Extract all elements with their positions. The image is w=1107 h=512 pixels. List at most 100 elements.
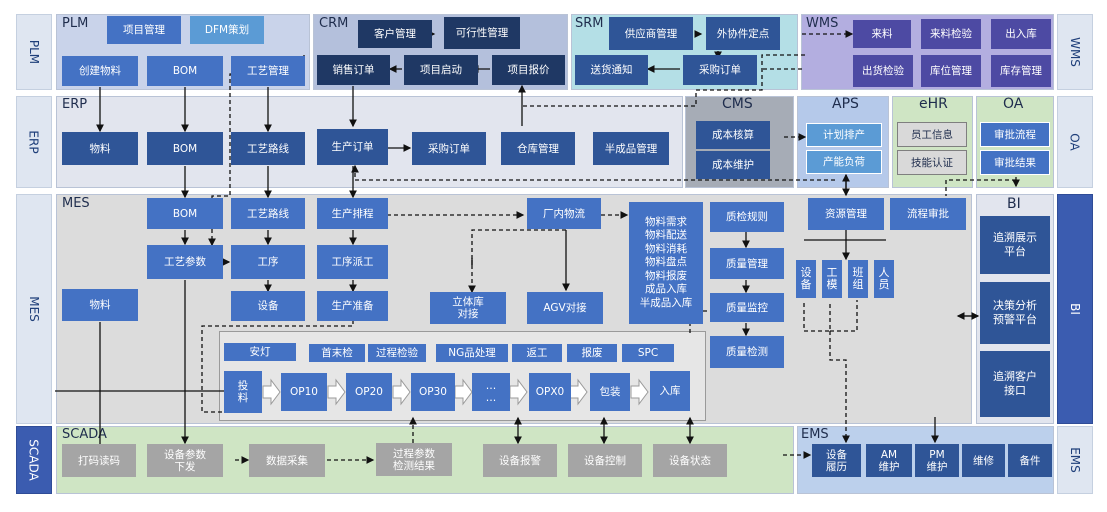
mes-logistics-box: 厂内物流 (527, 198, 601, 229)
aps-capacity-load-box: 产能负荷 (806, 150, 882, 174)
scada-param-issue-box: 设备参数 下发 (147, 444, 223, 477)
mes-operation-box: 工序 (231, 245, 305, 279)
mes-equipment-box: 设备 (231, 291, 305, 321)
ems-pm-box: PM 维护 (915, 444, 959, 477)
section-title-crm: CRM (319, 16, 349, 31)
crm-project-quote-box: 项目报价 (492, 55, 565, 85)
mes-process-params-box: 工艺参数 (147, 245, 223, 279)
crm-customer-mgmt-box: 客户管理 (358, 20, 432, 48)
oa-approval-flow-box: 审批流程 (980, 122, 1050, 147)
ems-repair-box: 维修 (962, 444, 1005, 477)
mes-stereo-dock-box: 立体库 对接 (430, 292, 506, 324)
plm-project-mgmt-box: 项目管理 (107, 16, 181, 44)
scada-barcode-box: 打码读码 (62, 444, 136, 477)
cms-cost-maintenance-box: 成本维护 (696, 151, 770, 179)
oa-approval-result-box: 审批结果 (980, 150, 1050, 175)
mes-feed-box: 投 料 (224, 371, 262, 413)
mes-flow-approval-box: 流程审批 (890, 198, 966, 230)
srm-purchase-order-box: 采购订单 (683, 55, 757, 85)
mes-quality-inspect-box: 质量检测 (710, 336, 784, 368)
erp-warehouse-box: 仓库管理 (501, 132, 575, 165)
bi-trace-customer-box: 追溯客户 接口 (980, 351, 1050, 417)
side-label-oa: OA (1057, 96, 1093, 188)
section-title-plm: PLM (62, 16, 89, 31)
section-title-wms: WMS (806, 16, 839, 31)
mes-op20-box: OP20 (346, 373, 392, 411)
mes-scheduling-box: 生产排程 (317, 198, 388, 229)
srm-delivery-notice-box: 送货通知 (575, 55, 648, 85)
scada-control-box: 设备控制 (568, 444, 642, 477)
section-title-mes: MES (62, 196, 90, 211)
cms-cost-accounting-box: 成本核算 (696, 121, 770, 149)
section-title-srm: SRM (575, 16, 604, 31)
section-title-ehr: eHR (919, 96, 948, 112)
mes-prod-prep-box: 生产准备 (317, 291, 388, 321)
mes-op30-box: OP30 (411, 373, 455, 411)
plm-create-material-box: 创建物料 (62, 56, 138, 86)
mes-team-v-box: 班 组 (848, 260, 868, 298)
mes-material-list-box: 物料需求 物料配送 物料消耗 物料盘点 物料报废 成品入库 半成品入库 (629, 202, 703, 324)
ems-history-box: 设备 履历 (812, 444, 861, 477)
mes-agv-dock-box: AGV对接 (527, 292, 603, 324)
mes-rework-box: 返工 (512, 344, 562, 362)
wms-in-out-box: 出入库 (991, 19, 1051, 49)
crm-project-start-box: 项目启动 (404, 55, 478, 85)
ems-am-box: AM 维护 (866, 444, 912, 477)
mes-person-v-box: 人 员 (874, 260, 894, 298)
bi-decision-box: 决策分析 预警平台 (980, 282, 1050, 344)
mes-first-check-box: 首末检 (309, 344, 365, 362)
mes-spc-box: SPC (622, 344, 674, 362)
wms-inventory-mgmt-box: 库存管理 (991, 55, 1051, 87)
side-label-bi: BI (1057, 194, 1093, 424)
side-label-scada: SCADA (16, 426, 52, 494)
mes-bom-box: BOM (147, 198, 223, 229)
section-title-cms: CMS (722, 96, 753, 112)
plm-bom-box: BOM (147, 56, 223, 86)
mes-material-box: 物料 (62, 289, 138, 321)
side-label-erp: ERP (16, 96, 52, 188)
mes-quality-mgmt-box: 质量管理 (710, 248, 784, 279)
mes-scrap-box: 报废 (567, 344, 617, 362)
mes-mold-v-box: 工 模 (822, 260, 842, 298)
ems-spares-box: 备件 (1008, 444, 1052, 477)
scada-param-result-box: 过程参数 检测结果 (376, 443, 452, 476)
scada-alarm-box: 设备报警 (483, 444, 557, 477)
mes-dispatch-box: 工序派工 (317, 245, 388, 279)
side-label-wms: WMS (1057, 14, 1093, 90)
section-title-erp: ERP (62, 97, 88, 112)
erp-prod-order-box: 生产订单 (317, 129, 388, 165)
bi-trace-display-box: 追溯展示 平台 (980, 216, 1050, 274)
ehr-skill-cert-box: 技能认证 (897, 150, 967, 175)
mes-storage-box: 入库 (650, 371, 690, 411)
mes-package-box: 包装 (590, 373, 630, 411)
section-title-scada: SCADA (62, 427, 107, 442)
erp-bom-box: BOM (147, 132, 223, 165)
scada-data-collect-box: 数据采集 (249, 444, 325, 477)
aps-planning-box: 计划排产 (806, 123, 882, 147)
side-label-plm: PLM (16, 14, 52, 90)
mes-ng-handle-box: NG品处理 (436, 344, 508, 362)
crm-sales-order-box: 销售订单 (317, 55, 390, 85)
mes-quality-monitor-box: 质量监控 (710, 293, 784, 322)
side-label-ems: EMS (1057, 426, 1093, 494)
wms-location-mgmt-box: 库位管理 (921, 55, 981, 87)
wms-incoming-inspection-box: 来料检验 (921, 19, 981, 49)
erp-semi-finished-box: 半成品管理 (593, 132, 669, 165)
mes-equipment-v-box: 设 备 (796, 260, 816, 298)
mes-andon-box: 安灯 (224, 343, 296, 361)
mes-qc-rules-box: 质检规则 (710, 202, 784, 232)
section-title-oa: OA (1003, 96, 1024, 112)
erp-purchase-order-box: 采购订单 (412, 132, 486, 165)
section-title-aps: APS (832, 96, 859, 112)
plm-dfm-box: DFM策划 (190, 16, 264, 44)
mes-ellipsis-box: … … (472, 373, 510, 411)
srm-outsourcing-box: 外协件定点 (706, 17, 780, 50)
plm-process-mgmt-box: 工艺管理 (231, 56, 305, 86)
scada-status-box: 设备状态 (653, 444, 727, 477)
srm-supplier-mgmt-box: 供应商管理 (609, 17, 693, 50)
erp-material-box: 物料 (62, 132, 138, 165)
erp-route-box: 工艺路线 (231, 132, 305, 165)
section-title-ems: EMS (801, 427, 829, 442)
mes-resource-mgmt-box: 资源管理 (808, 198, 884, 230)
